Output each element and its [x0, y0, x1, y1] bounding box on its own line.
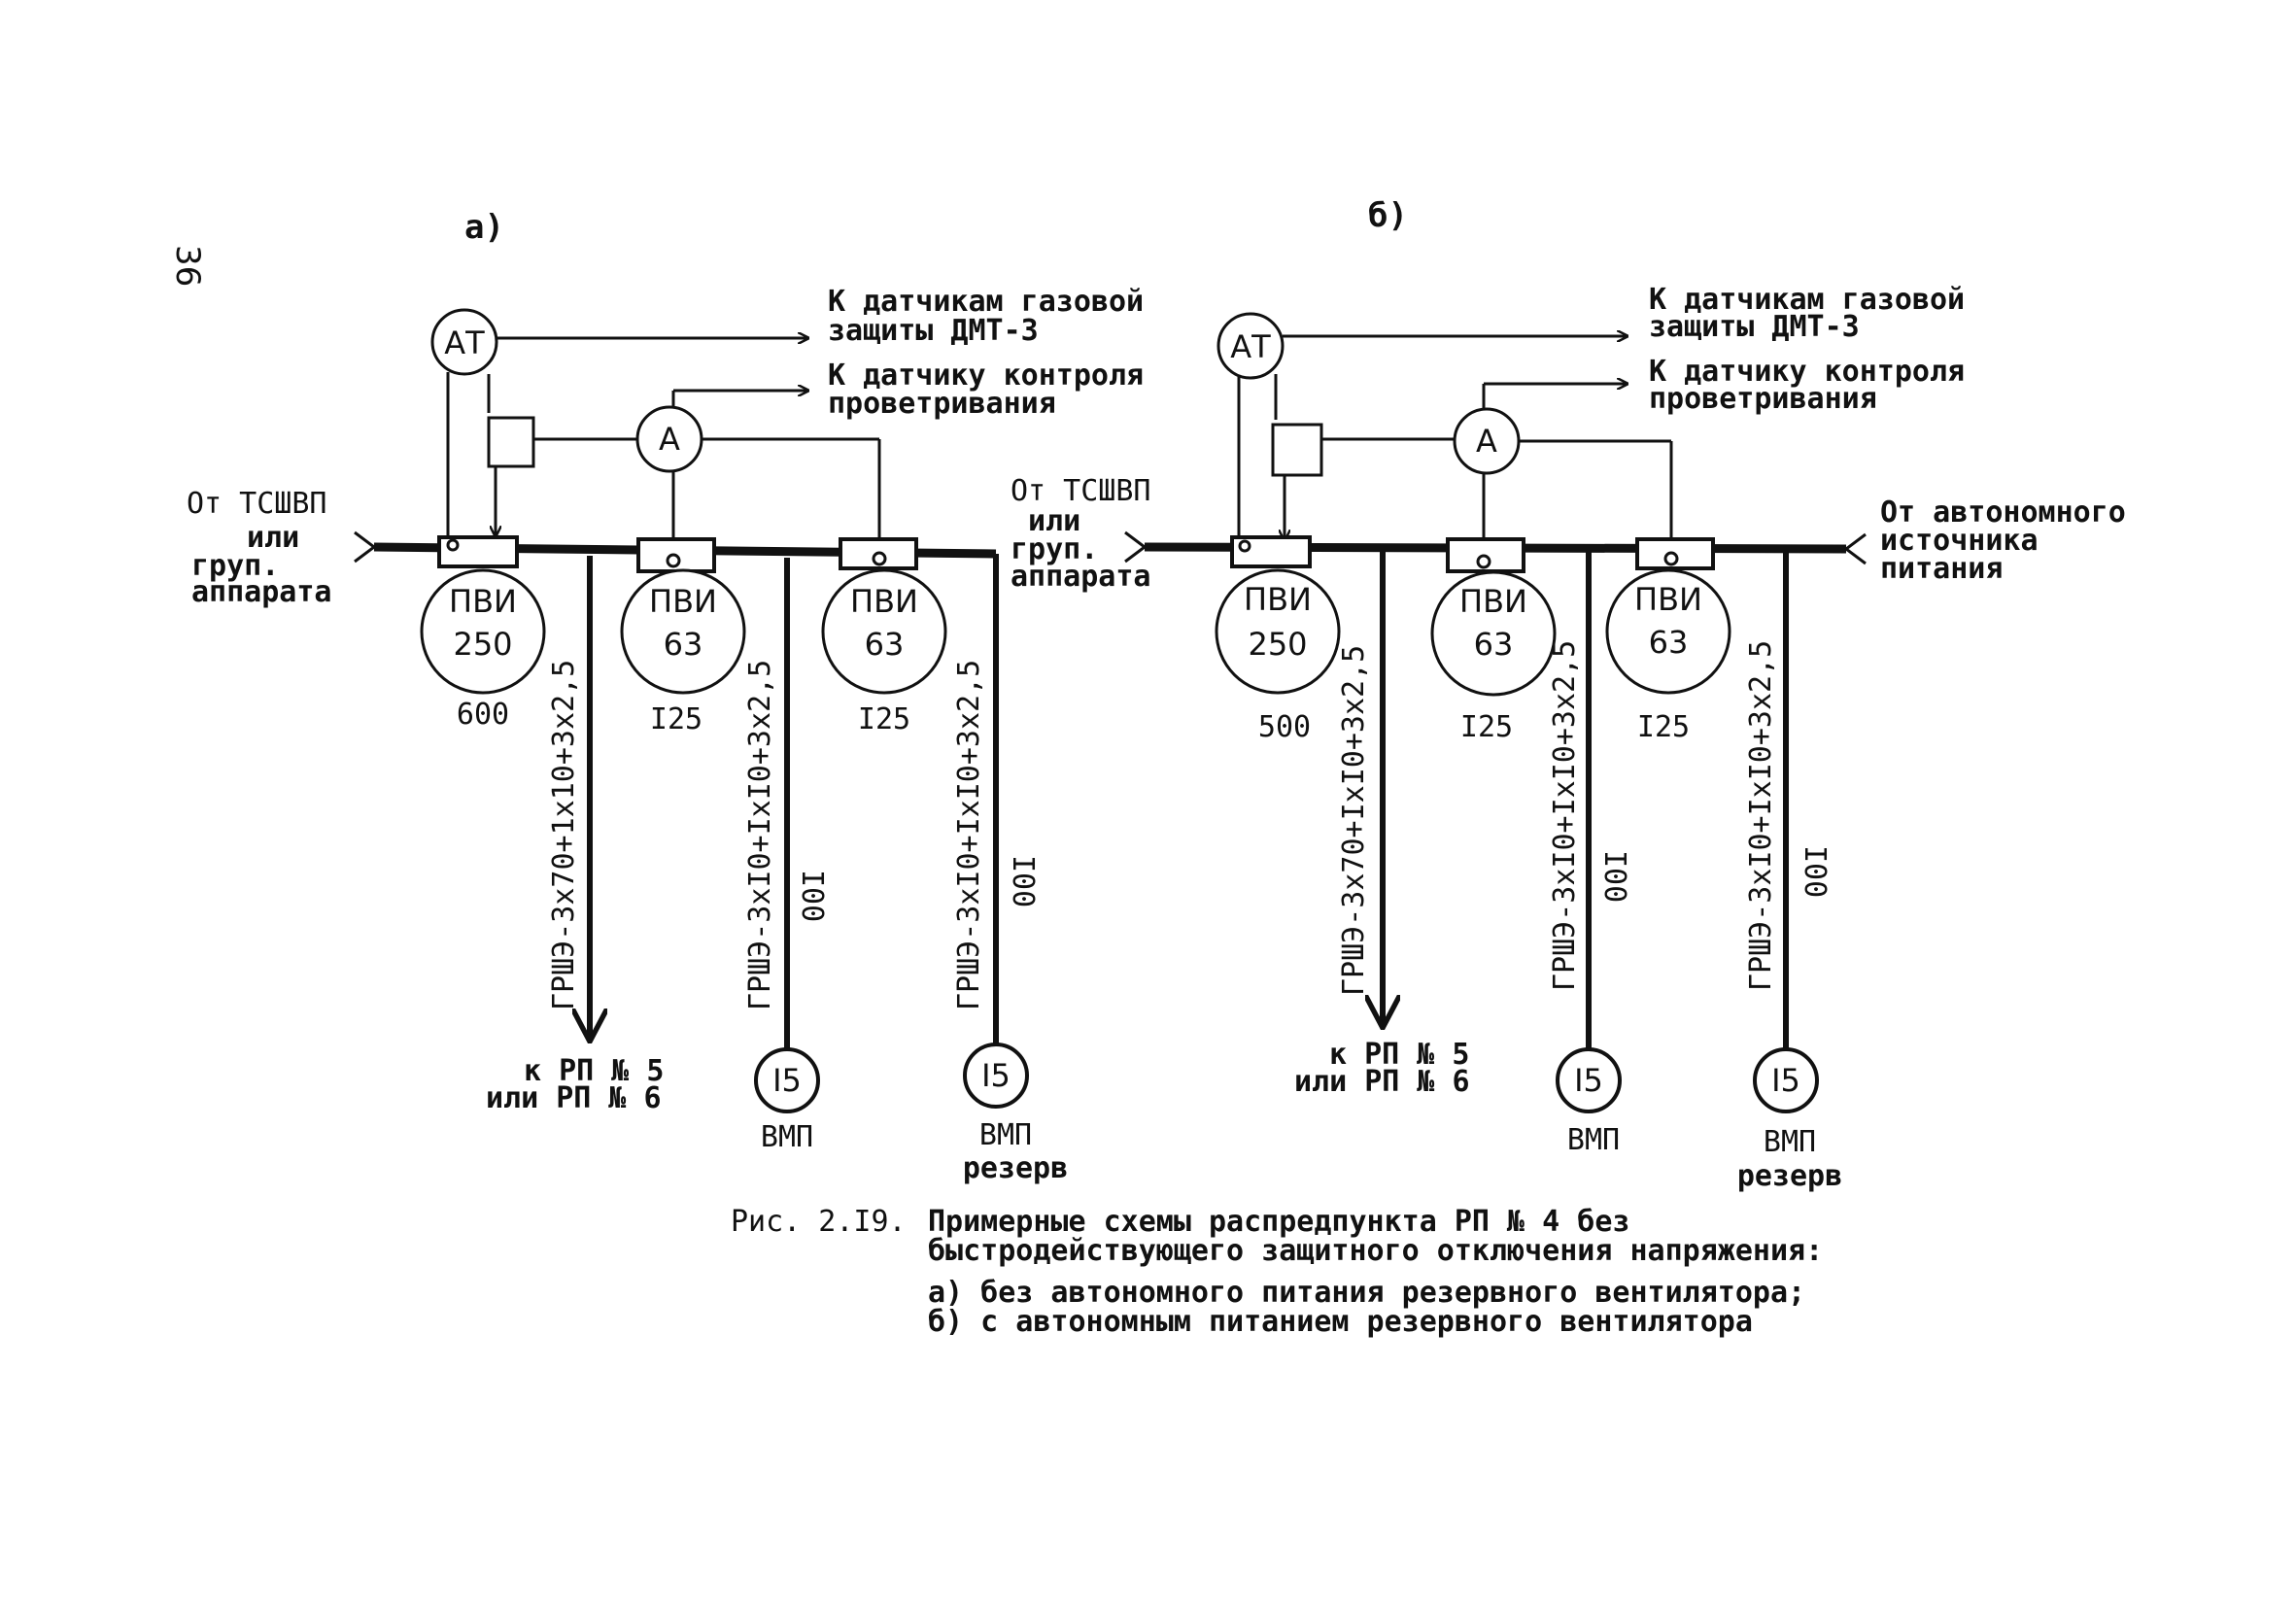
- diagram-a-unit1-cable-label: ГРШЭ-3x70+1x10+3x2,5: [547, 660, 581, 1010]
- caption-line3: а) без автономного питания резервного ве…: [928, 1276, 1805, 1310]
- diagram-b-unit3-setting: I25: [1637, 710, 1690, 744]
- diagram-b-unit3-length: I00: [1798, 845, 1832, 898]
- diagram-a-unit2-load: I5: [772, 1062, 802, 1099]
- diagram-a-source-line4: аппарата: [191, 575, 332, 609]
- diagram-a-unit3-setting: I25: [858, 702, 910, 736]
- diagram-b-unit1-type: ПВИ: [1244, 581, 1312, 618]
- diagram-a-unit2-cable-label: ГРШЭ-3xI0+IxI0+3x2,5: [743, 660, 777, 1010]
- diagram-a-unit2-load-circle: [754, 1047, 820, 1113]
- diagram-b-unit3-load-circle: [1753, 1047, 1819, 1113]
- diagram-a-arrow1-line2: защиты ДМТ-3: [828, 314, 1039, 348]
- diagram-b-unit2-load-label: ВМП: [1567, 1123, 1620, 1157]
- diagram-b-unit1-circle: [1215, 568, 1341, 695]
- diagram-b-arrow1-line2: защиты ДМТ-3: [1649, 310, 1860, 344]
- diagram-b-source-right-line3: питания: [1880, 552, 2003, 586]
- diagram-b-unit2-circle: [1430, 570, 1557, 697]
- page-number: 36: [168, 245, 207, 287]
- diagram-b-unit3-load-label2: резерв: [1737, 1159, 1842, 1193]
- diagram-a-arrow1-line1: К датчикам газовой: [828, 285, 1144, 319]
- diagram-b-source-line3: груп.: [1011, 532, 1098, 566]
- diagram-b-source-line4: аппарата: [1011, 560, 1151, 594]
- diagram-a-unit2-rating: 63: [664, 626, 703, 663]
- diagram-a-label: а): [464, 208, 504, 247]
- diagram-b-unit3-load: I5: [1771, 1062, 1800, 1099]
- diagram-b-source-line1: От ТСШВП: [1011, 474, 1151, 508]
- diagram-a-at-label: АТ: [444, 325, 485, 361]
- diagram-a-at-circle: [430, 308, 498, 376]
- diagram-a-unit1-circle: [420, 568, 546, 695]
- diagram-b-unit3-type: ПВИ: [1634, 581, 1702, 618]
- diagram-b-unit3-load-label: ВМП: [1764, 1125, 1816, 1159]
- diagram-b-control-block: [1271, 423, 1323, 477]
- diagram-a-unit3-circle: [821, 568, 947, 695]
- diagram-b-arrow1-line1: К датчикам газовой: [1649, 283, 1965, 317]
- diagram-a-arrow-target-line1: к РП № 5: [524, 1054, 665, 1088]
- diagram-a-a-label: А: [659, 421, 680, 458]
- diagram-b-a-label: А: [1476, 423, 1497, 460]
- diagram-b-unit2-rating: 63: [1474, 626, 1514, 663]
- diagram-a-unit2-load-label: ВМП: [761, 1120, 813, 1154]
- diagram-b-at-label: АТ: [1230, 328, 1271, 365]
- diagram-b-source-right-line2: источника: [1880, 524, 2039, 558]
- caption-prefix: Рис. 2.I9.: [731, 1205, 907, 1239]
- diagram-a-arrow-target-line2: или РП № 6: [486, 1081, 662, 1115]
- diagram-b-arrow2-line2: проветривания: [1649, 382, 1877, 416]
- diagram-b-unit2-load-circle: [1556, 1047, 1622, 1113]
- diagram-b-unit2-load: I5: [1574, 1062, 1603, 1099]
- diagram-a-unit3-load: I5: [981, 1057, 1011, 1094]
- caption-line1: Примерные схемы распредпункта РП № 4 без: [928, 1205, 1629, 1239]
- diagram-a-unit3-load-label2: резерв: [963, 1151, 1068, 1185]
- diagram-a-unit1-setting: 600: [457, 698, 509, 732]
- diagram-b-at-circle: [1217, 312, 1285, 380]
- diagram-a-unit3-length: I00: [1006, 855, 1040, 907]
- diagram-b-arrow2-line1: К датчику контроля: [1649, 355, 1965, 389]
- diagram-a-unit2-type: ПВИ: [649, 583, 717, 620]
- diagram-b-unit3-circle: [1605, 568, 1731, 695]
- diagram-a-unit1-type: ПВИ: [449, 583, 517, 620]
- diagram-a-source-line2: или: [247, 521, 299, 555]
- diagram-b-source-line2: или: [1028, 504, 1080, 538]
- diagram-a-arrow2-line1: К датчику контроля: [828, 359, 1144, 393]
- figure-caption: Рис. 2.I9. Примерные схемы распредпункта…: [731, 1205, 1823, 1339]
- diagram-b: б) АТ К датчикам газовой защиты ДМТ-3 А …: [1011, 196, 2126, 1193]
- diagram-a-unit2-setting: I25: [650, 702, 703, 736]
- diagram-a-unit3-load-circle: [963, 1043, 1029, 1109]
- diagram-b-unit2-type: ПВИ: [1459, 583, 1527, 620]
- diagram-b-unit1-setting: 500: [1258, 710, 1311, 744]
- diagram-a-unit3-rating: 63: [865, 626, 905, 663]
- diagram-b-unit1-cable-label: ГРШЭ-3x70+IxI0+3x2,5: [1337, 645, 1371, 996]
- diagram-a-arrow2-line2: проветривания: [828, 387, 1056, 421]
- diagram-b-source-right-line1: От автономного: [1880, 496, 2126, 530]
- diagram-b-unit3-cable-label: ГРШЭ-3xI0+IxI0+3x2,5: [1744, 640, 1778, 991]
- diagram-b-arrow-target-line2: или РП № 6: [1294, 1065, 1470, 1099]
- diagram-b-unit2-cable-label: ГРШЭ-3xI0+IxI0+3x2,5: [1548, 640, 1582, 991]
- diagram-b-unit1-rating: 250: [1248, 626, 1307, 663]
- diagram-b-unit2-setting: I25: [1460, 710, 1513, 744]
- diagram-b-arrow-target-line1: к РП № 5: [1329, 1038, 1470, 1072]
- diagram-a-unit1-rating: 250: [453, 626, 512, 663]
- diagram-b-label: б): [1368, 196, 1408, 235]
- diagram-a-unit3-cable-label: ГРШЭ-3xI0+IxI0+3x2,5: [952, 660, 986, 1010]
- diagram-a-unit2-circle: [620, 568, 746, 695]
- diagram-b-unit3-rating: 63: [1649, 624, 1689, 661]
- caption-line2: быстродействующего защитного отключения …: [928, 1234, 1823, 1268]
- diagram-a-unit3-type: ПВИ: [850, 583, 918, 620]
- diagram-a-source-line1: От ТСШВП: [187, 487, 327, 521]
- diagram-a-source-line3: груп.: [191, 549, 279, 583]
- diagram-a-control-block: [487, 416, 535, 468]
- diagram-a: а) АТ К датчикам газовой защиты ДМТ-3 А …: [187, 208, 1144, 1185]
- diagram-a-unit3-load-label: ВМП: [979, 1118, 1032, 1152]
- diagram-a-unit2-length: I00: [795, 870, 829, 922]
- caption-line4: б) с автономным питанием резервного вент…: [928, 1305, 1753, 1339]
- diagram-b-unit2-length: I00: [1597, 850, 1631, 903]
